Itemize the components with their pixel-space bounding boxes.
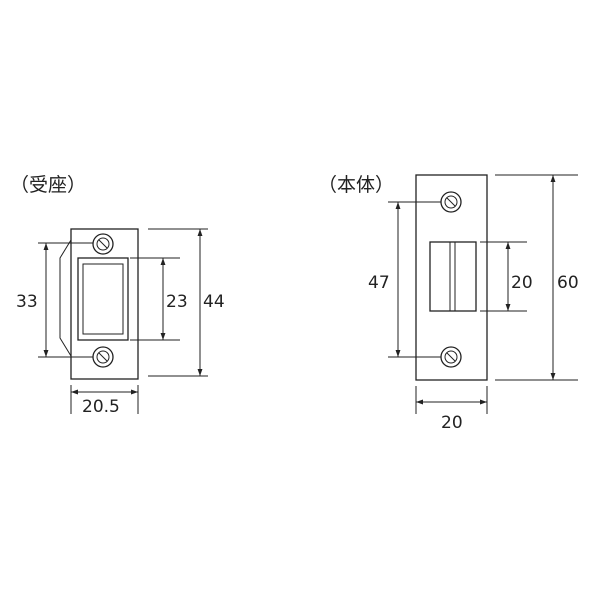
dim-label-44: 44 — [203, 292, 225, 312]
dim-label-20-width: 20 — [441, 413, 463, 433]
dimension-23 — [130, 257, 180, 341]
dimension-20-latch — [480, 241, 527, 312]
dim-label-33: 33 — [16, 292, 38, 312]
screw-hole-bottom — [440, 346, 462, 368]
dimension-60 — [495, 174, 578, 381]
strike-plate-opening — [77, 257, 129, 341]
dimension-20-width — [415, 386, 488, 414]
latch-bolt — [429, 241, 477, 312]
screw-hole-top — [92, 233, 114, 255]
strike-plate-opening-inner — [82, 263, 124, 335]
dim-label-20-5: 20.5 — [82, 397, 120, 417]
latch-body-drawing: （本体） 47 20 — [318, 174, 579, 433]
dimension-33 — [38, 242, 93, 358]
dimension-44 — [148, 228, 208, 377]
strike-plate-drawing: （受座） 33 23 — [10, 174, 225, 417]
strike-plate-outline — [70, 228, 139, 380]
dim-label-60: 60 — [557, 273, 579, 293]
dim-label-20-latch: 20 — [511, 273, 533, 293]
dim-label-47: 47 — [368, 273, 390, 293]
latch-body-outline — [415, 174, 488, 381]
latch-body-title: （本体） — [318, 174, 394, 196]
screw-hole-top — [440, 191, 462, 213]
screw-hole-bottom — [92, 346, 114, 368]
dimension-20-5 — [70, 385, 139, 414]
strike-plate-lip — [59, 239, 72, 357]
dim-label-23: 23 — [166, 292, 188, 312]
strike-plate-title: （受座） — [10, 174, 86, 196]
dimension-47 — [388, 201, 441, 358]
